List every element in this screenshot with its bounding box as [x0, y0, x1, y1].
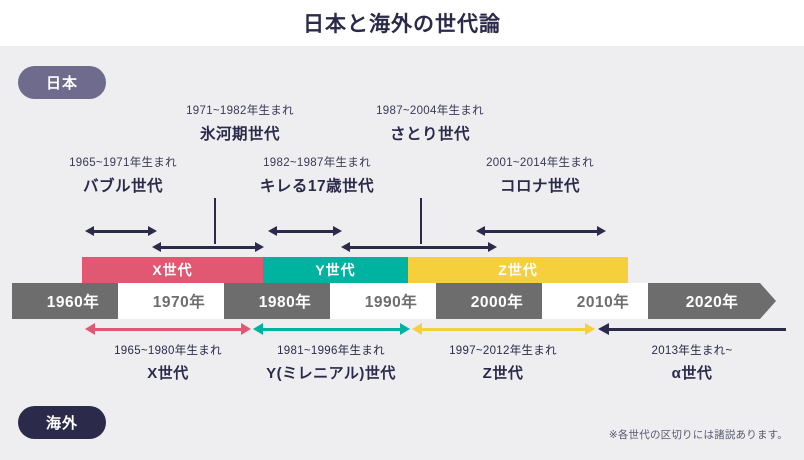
decade-1960[interactable]: 1960年 [12, 283, 134, 319]
footnote: ※各世代の区切りには諸説あります。 [608, 429, 788, 441]
ov-range-arrow-z [412, 323, 595, 335]
jp-generation-label-corona: 2001~2014年生まれ コロナ世代 [445, 154, 635, 196]
arrow-head-left-icon [268, 226, 277, 236]
arrow-head-right-icon [597, 226, 606, 236]
ov-generation-years: 1981~1996年生まれ [277, 345, 385, 357]
infographic-canvas: 日本 1965~1971年生まれ バブル世代 1971~1982年生まれ 氷河期… [0, 46, 804, 460]
decade-label: 1970年 [152, 294, 206, 311]
arrow-shaft [420, 327, 587, 331]
jp-generation-label-satori: 1987~2004年生まれ さとり世代 [335, 102, 525, 144]
ov-generation-label-alpha: 2013年生まれ~ α世代 [597, 342, 787, 383]
arrow-head-left-icon [476, 226, 485, 236]
ov-generation-years: 1965~1980年生まれ [114, 345, 222, 357]
decade-label: 1980年 [258, 294, 312, 311]
ov-generation-name: Y(ミレニアル)世代 [266, 365, 396, 382]
arrow-shaft [274, 230, 336, 233]
decade-2020[interactable]: 2020年 [648, 283, 776, 319]
generation-bar-label: Z世代 [498, 262, 538, 278]
generation-bar-x: X世代 [82, 257, 263, 283]
ov-generation-label-y: 1981~1996年生まれ Y(ミレニアル)世代 [236, 342, 426, 383]
ov-generation-label-z: 1997~2012年生まれ Z世代 [408, 342, 598, 383]
jp-range-arrow-bubble [85, 226, 157, 238]
ov-generation-name: Z世代 [482, 365, 524, 382]
arrow-head-right-icon [400, 323, 410, 335]
arrow-head-right-icon [585, 323, 595, 335]
generation-bar-label: Y世代 [315, 262, 356, 278]
decade-1990[interactable]: 1990年 [330, 283, 452, 319]
jp-generation-name: さとり世代 [389, 126, 470, 143]
connector-line-ice-age [214, 198, 216, 244]
connector-line-satori [420, 198, 422, 244]
badge-japan: 日本 [18, 66, 106, 99]
badge-overseas-label: 海外 [45, 415, 78, 432]
jp-generation-name: 氷河期世代 [199, 126, 280, 143]
arrow-shaft [482, 230, 600, 233]
arrow-head-right-icon [255, 242, 264, 252]
ov-generation-years: 1997~2012年生まれ [449, 345, 557, 357]
title-bar: 日本と海外の世代論 [0, 0, 804, 46]
jp-range-arrow-ice-age [152, 242, 264, 254]
arrow-head-left-icon [598, 323, 609, 335]
ov-generation-name: α世代 [671, 365, 713, 382]
decade-label: 2020年 [685, 294, 739, 311]
arrow-shaft [158, 246, 258, 249]
jp-range-arrow-kireru17 [268, 226, 342, 238]
jp-range-arrow-satori [341, 242, 497, 254]
ov-range-arrow-y [253, 323, 410, 335]
jp-generation-label-kireru17: 1982~1987年生まれ キレる17歳世代 [222, 154, 412, 196]
ov-range-arrow-x [85, 323, 251, 335]
generation-bar-z: Z世代 [408, 257, 628, 283]
ov-generation-label-x: 1965~1980年生まれ X世代 [73, 342, 263, 383]
arrow-head-left-icon [412, 323, 422, 335]
decade-1980[interactable]: 1980年 [224, 283, 346, 319]
arrow-shaft [93, 327, 243, 331]
jp-generation-name: バブル世代 [82, 178, 163, 195]
jp-generation-years: 2001~2014年生まれ [486, 157, 594, 169]
jp-generation-years: 1965~1971年生まれ [69, 157, 177, 169]
badge-japan-label: 日本 [45, 75, 78, 92]
jp-generation-name: キレる17歳世代 [259, 178, 375, 195]
generation-bar-y: Y世代 [263, 257, 408, 283]
decade-2010[interactable]: 2010年 [542, 283, 664, 319]
decade-timeline: 1960年 1970年 1980年 1990年 2000年 2010年 2020… [12, 283, 792, 319]
arrow-head-right-icon [488, 242, 497, 252]
jp-generation-label-ice-age: 1971~1982年生まれ 氷河期世代 [125, 102, 355, 144]
arrow-head-right-icon [333, 226, 342, 236]
decade-label: 2000年 [470, 294, 524, 311]
ov-range-arrow-alpha [598, 323, 786, 335]
jp-generation-name: コロナ世代 [499, 178, 580, 195]
badge-overseas: 海外 [18, 406, 106, 439]
arrow-shaft [347, 246, 491, 249]
arrow-head-left-icon [253, 323, 263, 335]
decade-2000[interactable]: 2000年 [436, 283, 558, 319]
arrow-head-right-icon [241, 323, 251, 335]
arrow-head-left-icon [341, 242, 350, 252]
jp-generation-years: 1971~1982年生まれ [186, 105, 294, 117]
decade-label: 1990年 [364, 294, 418, 311]
ov-generation-name: X世代 [147, 365, 189, 382]
arrow-head-left-icon [85, 226, 94, 236]
decade-1970[interactable]: 1970年 [118, 283, 240, 319]
page-title: 日本と海外の世代論 [303, 13, 501, 36]
generation-bar-label: X世代 [152, 262, 193, 278]
arrow-head-left-icon [85, 323, 95, 335]
jp-generation-years: 1987~2004年生まれ [376, 105, 484, 117]
arrow-shaft [606, 327, 786, 331]
decade-label: 2010年 [576, 294, 630, 311]
arrow-shaft [261, 327, 402, 331]
arrow-head-left-icon [152, 242, 161, 252]
ov-generation-years: 2013年生まれ~ [651, 345, 733, 357]
arrow-shaft [91, 230, 151, 233]
jp-generation-label-bubble: 1965~1971年生まれ バブル世代 [28, 154, 218, 196]
arrow-head-right-icon [148, 226, 157, 236]
jp-range-arrow-corona [476, 226, 606, 238]
decade-label: 1960年 [46, 294, 100, 311]
jp-generation-years: 1982~1987年生まれ [263, 157, 371, 169]
